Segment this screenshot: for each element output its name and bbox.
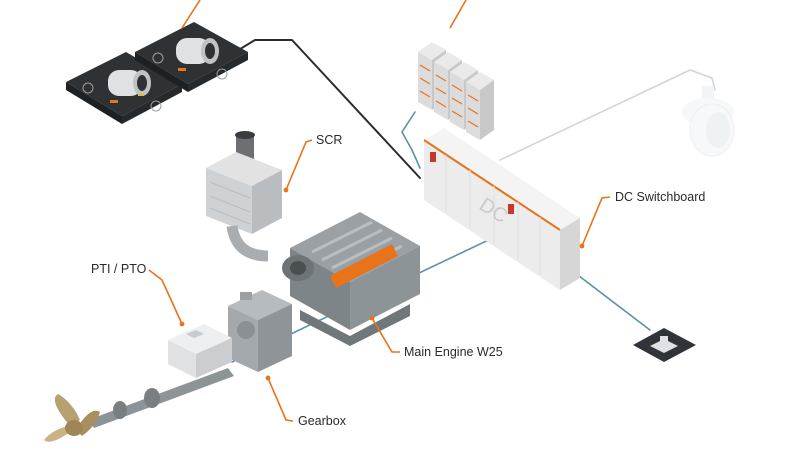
thruster-icon [682,86,735,157]
drive-unit-icon [176,38,219,64]
pti-pto-unit [168,324,232,378]
callout-dc-switchboard [581,196,611,247]
shaft-line [88,368,234,428]
main-engine [282,212,420,346]
callout-top-centre [449,0,467,29]
callout-main-engine [371,317,400,353]
callout-pti-pto [148,269,183,325]
drive-unit-icon [108,70,151,96]
callout-gearbox [267,377,294,422]
callout-dots [179,187,585,381]
battery-rack [466,72,494,140]
label-gearbox: Gearbox [298,414,346,428]
scr-unit [206,131,282,262]
label-dc-switchboard: DC Switchboard [615,190,706,204]
propeller-icon [44,394,100,442]
shore-connection-icon [633,328,696,362]
label-pti-pto: PTI / PTO [91,262,147,276]
callout-top-left [181,0,201,29]
dc-switchboard: DC [423,128,580,290]
cable-thruster-to-switchboard [499,69,716,161]
cable-drives-to-switchboard [231,39,421,179]
callout-lines [148,0,611,422]
battery-rack-icon [418,42,494,140]
cable-battery-to-switchboard [401,111,421,169]
drive-unit-right [135,22,248,92]
callout-scr [285,139,313,191]
label-main-engine: Main Engine W25 [404,345,503,359]
label-scr: SCR [316,133,343,147]
gearbox [228,290,292,372]
